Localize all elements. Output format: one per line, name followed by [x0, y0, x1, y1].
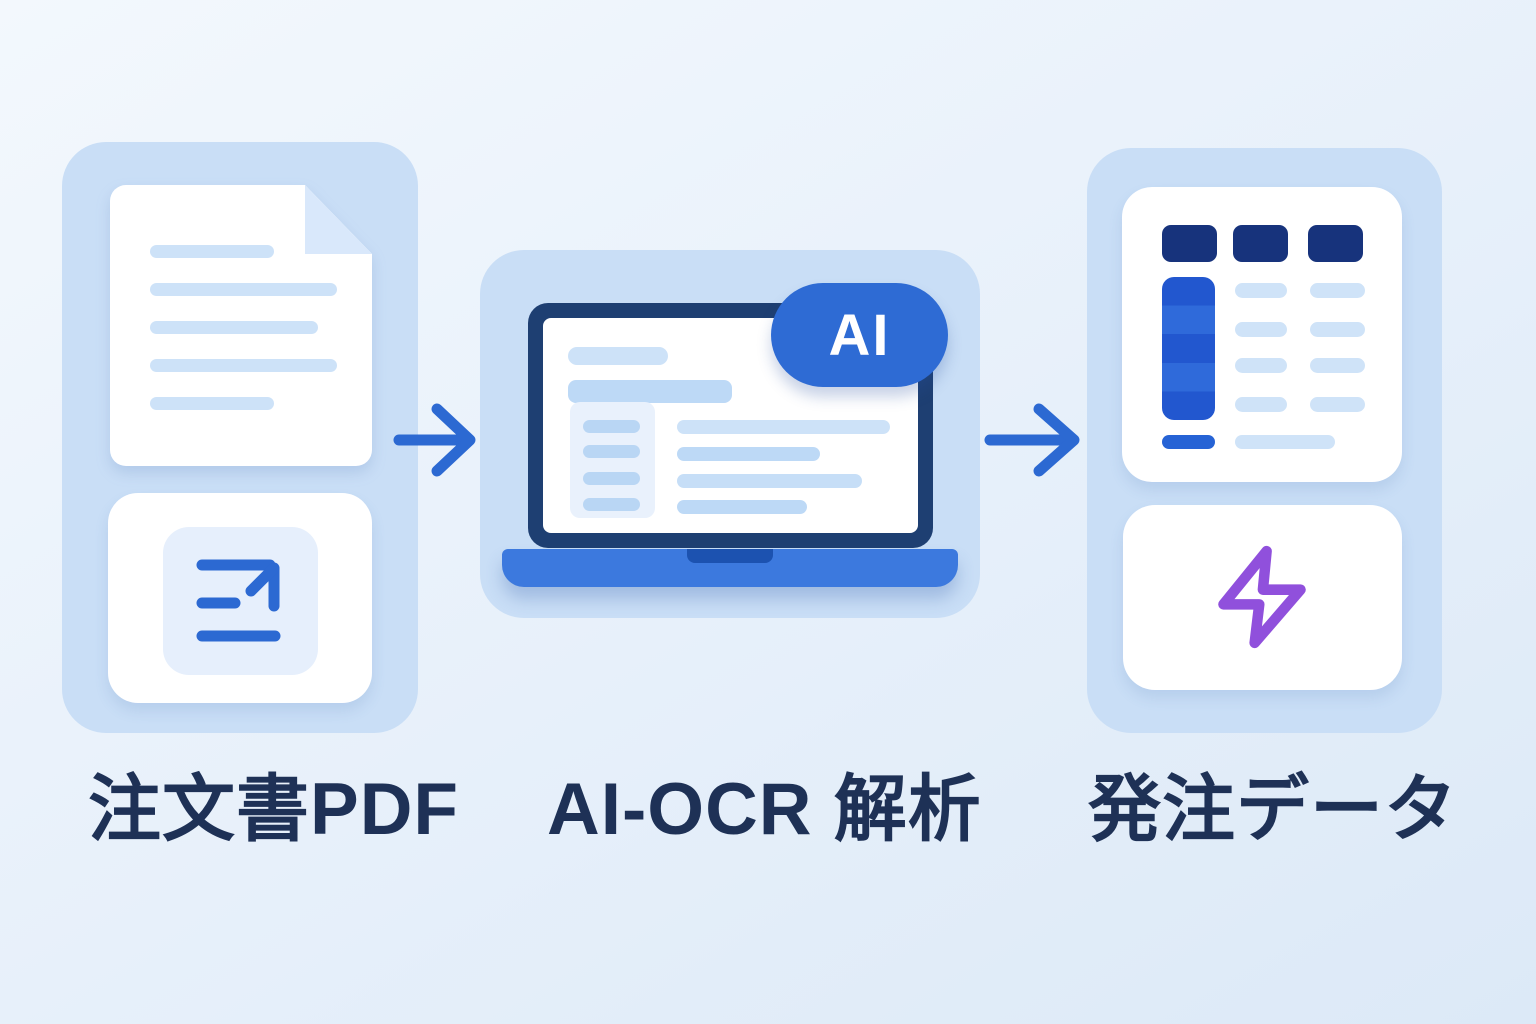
table-cell [1310, 397, 1365, 412]
sidebar-pill [583, 445, 640, 458]
screen-title-bar [568, 347, 668, 365]
table-footer-key [1162, 435, 1215, 449]
export-arrow-icon [196, 559, 281, 642]
table-cell [1310, 322, 1365, 337]
sidebar-pill [583, 472, 640, 485]
screen-header-bar [568, 380, 732, 403]
step-label-ocr: AI-OCR 解析 [547, 769, 982, 850]
lightning-icon [1218, 545, 1306, 649]
table-header-cell [1233, 225, 1288, 262]
table-footer-cell [1235, 435, 1335, 449]
table-header-cell [1308, 225, 1363, 262]
table-cell [1310, 358, 1365, 373]
step-label-input: 注文書PDF [88, 769, 459, 850]
order-document [110, 185, 372, 466]
screen-text-line [677, 500, 807, 514]
table-header-cell [1162, 225, 1217, 262]
screen-text-line [677, 447, 820, 461]
screen-sidebar [570, 402, 655, 518]
step-label-output: 発注データ [1088, 769, 1458, 850]
automation-card [1123, 505, 1402, 690]
sidebar-pill [583, 498, 640, 511]
arrow-right-icon [984, 403, 1080, 477]
table-cell [1235, 397, 1287, 412]
document-icon [110, 185, 372, 466]
table-cell [1235, 358, 1287, 373]
table-cell [1235, 283, 1287, 298]
document-text-line [150, 359, 337, 372]
document-text-line [150, 245, 274, 258]
table-cell [1235, 322, 1287, 337]
export-icon-tile [163, 527, 318, 675]
step-ocr-panel: AI [480, 250, 980, 618]
step-input-panel [62, 142, 418, 733]
document-text-line [150, 283, 337, 296]
step-output-panel [1087, 148, 1442, 733]
ai-badge: AI [771, 283, 948, 387]
sidebar-pill [583, 420, 640, 433]
document-text-line [150, 397, 274, 410]
arrow-right-icon [393, 403, 476, 477]
document-text-line [150, 321, 318, 334]
table-key-column [1162, 277, 1215, 420]
screen-text-line [677, 474, 862, 488]
data-table-icon [1122, 187, 1402, 482]
ai-badge-text: AI [828, 302, 891, 368]
table-cell [1310, 283, 1365, 298]
export-card [108, 493, 372, 703]
document-fold-corner [305, 185, 372, 254]
laptop-hinge-notch [687, 549, 773, 563]
laptop-screen [543, 318, 918, 533]
screen-text-line [677, 420, 890, 434]
